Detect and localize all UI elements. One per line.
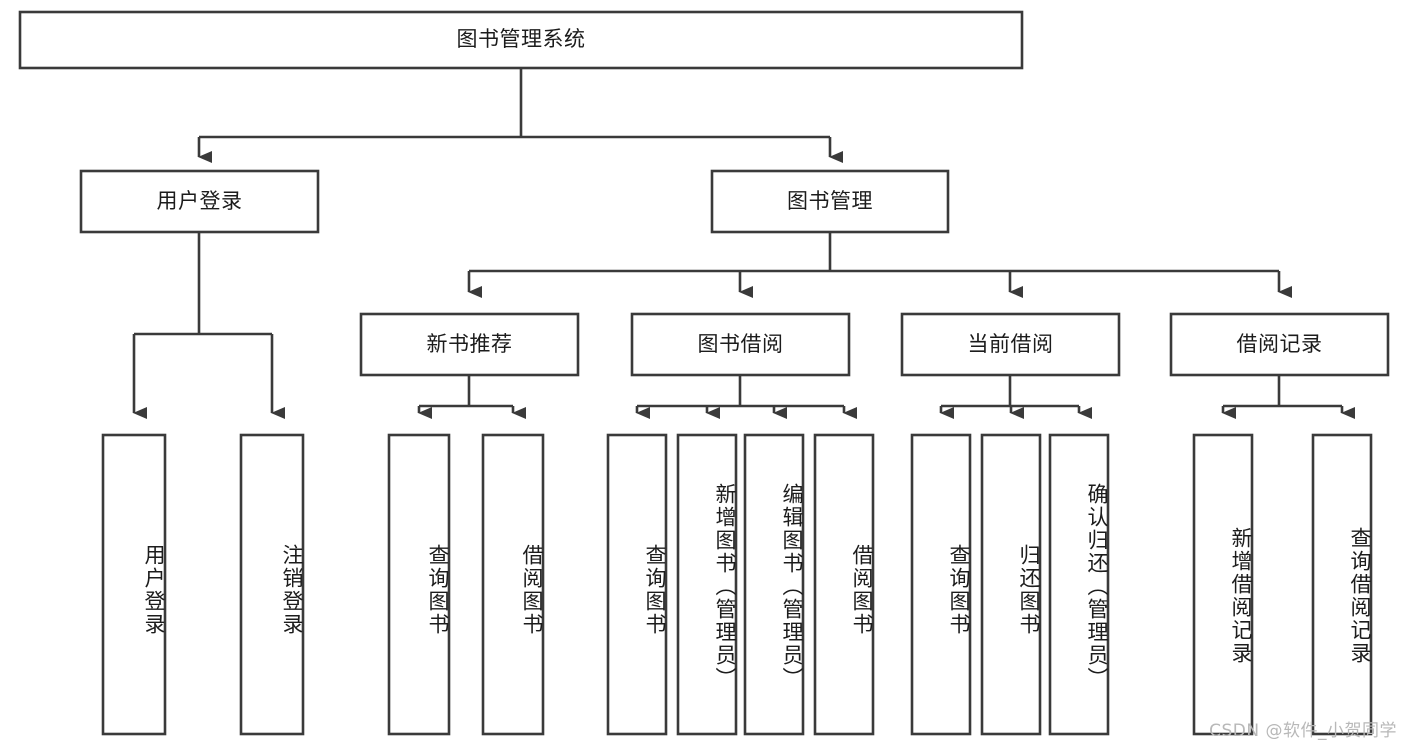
connector-book-borrow-to-leaves — [635, 375, 857, 419]
node-box-leaf-return-book[interactable] — [980, 433, 1042, 736]
connector-root-to-level1 — [197, 68, 843, 163]
node-box-current-borrow[interactable] — [900, 312, 1121, 377]
connector-borrow-record-to-leaves — [1221, 375, 1355, 419]
node-box-leaf-borrow-book-1[interactable] — [481, 433, 545, 736]
connector-current-borrow-to-leaves — [939, 375, 1092, 419]
connector-user-login-to-leaves — [132, 232, 285, 419]
node-box-root[interactable] — [18, 10, 1024, 70]
node-box-leaf-borrow-book-2[interactable] — [813, 433, 875, 736]
node-box-leaf-add-book[interactable] — [676, 433, 738, 736]
node-box-leaf-query-book-3[interactable] — [910, 433, 972, 736]
connector-new-book-recommend-to-leaves — [417, 375, 526, 419]
node-box-leaf-confirm-return[interactable] — [1048, 433, 1110, 736]
node-box-leaf-query-record[interactable] — [1311, 433, 1373, 736]
watermark-text: CSDN @软件_小贺同学 — [1209, 721, 1397, 741]
node-box-leaf-query-book-2[interactable] — [606, 433, 668, 736]
node-box-leaf-add-record[interactable] — [1192, 433, 1254, 736]
node-box-user-login[interactable] — [79, 169, 320, 234]
node-box-leaf-user-login[interactable] — [101, 433, 167, 736]
node-box-borrow-record[interactable] — [1169, 312, 1390, 377]
connector-book-manage-to-level2 — [467, 232, 1292, 298]
node-box-book-borrow[interactable] — [630, 312, 851, 377]
node-box-leaf-edit-book[interactable] — [743, 433, 805, 736]
node-box-leaf-logout-login[interactable] — [239, 433, 305, 736]
node-box-new-book-recommend[interactable] — [359, 312, 580, 377]
node-box-book-manage[interactable] — [710, 169, 950, 234]
node-box-leaf-query-book-1[interactable] — [387, 433, 451, 736]
